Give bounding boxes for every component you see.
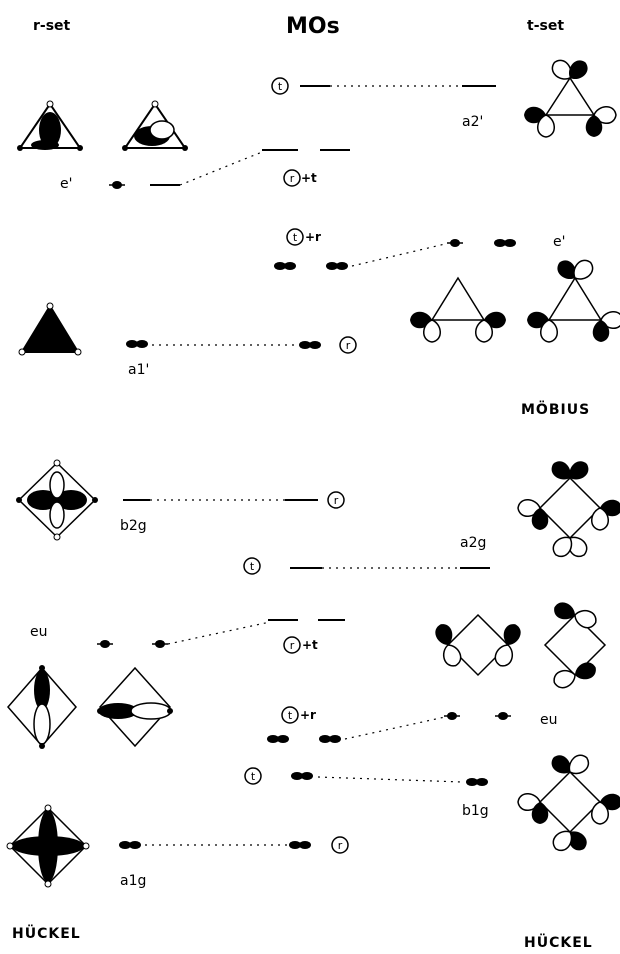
mo-level-b1g: t [244,767,488,786]
label-e-prime-right: e' [553,234,566,250]
r-set-a1-prime-orbital [18,302,82,356]
r-plus-t-marker-bottom: r [283,636,301,654]
mo-level-e-prime-r [108,149,350,190]
label-a2-prime: a2' [462,114,484,130]
mo-level-a1g: r [119,836,349,854]
r-circle-label: r [346,339,351,352]
t-circle-label: t [278,80,283,93]
t-circle-label: t [288,709,293,722]
t-set-e-prime-orbital-a [410,276,506,343]
mo-level-a2g: t [243,557,490,575]
r-set-header: r-set [33,18,71,34]
r-set-e-prime-orbital-b [122,100,188,151]
mo-tag-r-plus-t-top: +t [301,171,317,185]
label-eu-right: eu [540,712,558,728]
label-a2g: a2g [460,535,487,551]
t-circle-label: t [293,231,298,244]
mo-level-t-a2-prime: t [271,77,496,95]
mo-tag-t-plus-r-bottom: +r [300,708,316,722]
r-set-eu-orbital-a [7,665,77,749]
t-plus-r-marker-bottom: t [281,706,299,724]
r-plus-t-marker-top: r [283,169,301,187]
label-a1-prime: a1' [128,362,150,378]
mo-level-e-prime-t [274,238,516,270]
label-eu-left: eu [30,624,48,640]
mo-level-eu-r [96,619,345,649]
r-set-e-prime-orbital-a [17,100,83,151]
mo-level-b2g: r [123,491,345,509]
label-b1g: b1g [462,803,489,819]
mo-level-eu-t [267,711,512,743]
huckel-label-right: HÜCKEL [524,935,593,951]
label-a1g: a1g [120,873,147,889]
label-b2g: b2g [120,518,147,534]
t-set-a2-prime-orbital [524,55,617,138]
t-circle-label: t [251,770,256,783]
r-circle-label: r [338,839,343,852]
mos-header: MOs [286,14,340,39]
t-set-a2g-orbital [517,457,620,561]
r-set-b2g-orbital [16,459,98,541]
mo-tag-r-plus-t-bottom: +t [302,638,318,652]
t-set-eu-orbital-a [432,613,524,677]
r-set-eu-orbital-b [97,666,173,748]
r-set-a1g-orbital [6,804,90,888]
t-set-b1g-orbital [517,750,620,855]
huckel-label-left: HÜCKEL [12,926,81,942]
mobius-label: MÖBIUS [521,402,591,418]
label-e-prime-left: e' [60,176,73,192]
t-set-e-prime-orbital-b [527,255,620,343]
r-circle-label: r [290,639,295,652]
t-set-header: t-set [527,18,565,34]
t-circle-label: t [250,560,255,573]
r-circle-label: r [334,494,339,507]
r-circle-label: r [290,172,295,185]
t-plus-r-marker-top: t [286,228,304,246]
mo-tag-t-plus-r-top: +r [305,230,321,244]
mo-level-a1-prime: r [126,336,357,354]
t-set-eu-orbital-b [543,599,607,692]
